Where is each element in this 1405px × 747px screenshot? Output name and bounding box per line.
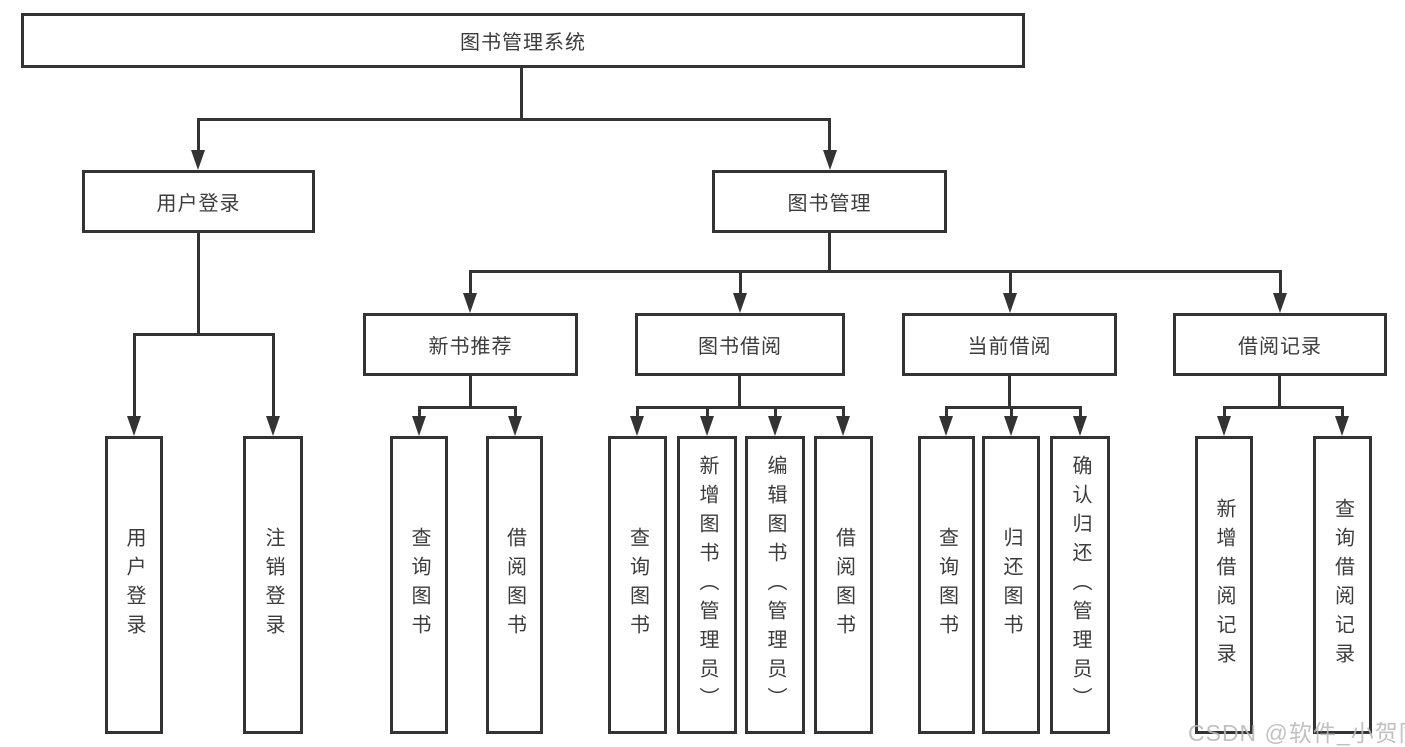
node-leaf-bb-query-books: 查询图书 [608,436,667,734]
connector-leaf-stem [945,406,948,418]
connector-leaf-stem [1341,406,1344,418]
connector-level3-stem [1279,270,1282,295]
node-leaf-nb-borrow-books: 借阅图书 [486,436,543,734]
node-leaf-br-query-record: 查询借阅记录 [1313,436,1372,734]
connector-borrow-records-bus [1223,406,1343,409]
connector-user-login-down [197,230,200,336]
node-leaf-br-add-record: 新增借阅记录 [1195,436,1253,734]
arrow-down-icon [939,416,953,436]
node-leaf-cb-return-books: 归还图书 [982,436,1040,734]
leaf-label: 查询图书 [408,527,430,643]
connector-level3-stem [739,270,742,295]
leaf-label: 注销登录 [262,527,284,643]
leaf-label: 借阅图书 [832,527,855,643]
arrow-down-icon [508,416,522,436]
leaf-label: 用户登录 [123,527,145,643]
connector-user-login-stem [197,118,200,152]
connector-user-login-bus [133,333,275,336]
arrow-down-icon [700,416,714,436]
node-leaf-nb-query-books: 查询图书 [390,436,448,734]
node-user-login: 用户登录 [82,170,315,233]
arrow-down-icon [1004,416,1018,436]
leaf-label: 新增图书（管理员） [696,454,718,716]
arrow-down-icon [463,293,477,313]
connector-level2-bus [197,118,831,121]
connector-level3-bus [469,270,1281,273]
node-leaf-bb-edit-books-admin: 编辑图书（管理员） [745,436,805,734]
arrow-down-icon [191,150,205,170]
node-book-mgmt-label: 图书管理 [787,193,872,215]
node-current-borrow-label: 当前借阅 [967,336,1052,358]
arrow-down-icon [127,416,141,436]
node-book-borrow: 图书借阅 [635,313,845,376]
leaf-label: 借阅图书 [503,527,526,643]
leaf-label: 编辑图书（管理员） [764,454,786,716]
connector-borrow-records-down [1278,373,1281,409]
connector-current-borrow-down [1008,373,1011,409]
connector-level3-stem [469,270,472,295]
node-new-book-rec-label: 新书推荐 [428,336,513,358]
arrow-down-icon [836,416,850,436]
connector-level3-stem [1009,270,1012,295]
node-borrow-records-label: 借阅记录 [1238,336,1322,358]
connector-leaf-stem [774,406,777,418]
connector-new-book-bus [418,406,516,409]
connector-book-mgmt-stem [828,118,831,152]
node-leaf-bb-borrow-books: 借阅图书 [814,436,873,734]
node-current-borrow: 当前借阅 [902,313,1117,376]
connector-leaf-stem [1010,406,1013,418]
connector-leaf-stem [636,406,639,418]
leaf-label: 查询图书 [935,527,958,643]
node-new-book-rec: 新书推荐 [363,313,578,376]
connector-leaf-stem [514,406,517,418]
arrow-down-icon [266,416,280,436]
arrow-down-icon [1217,416,1231,436]
leaf-label: 确认归还（管理员） [1069,454,1091,716]
node-borrow-records: 借阅记录 [1173,313,1387,376]
node-leaf-user-login: 用户登录 [105,436,163,734]
connector-book-mgmt-down [828,230,831,273]
arrow-down-icon [1073,416,1087,436]
connector-leaf-stem [1079,406,1082,418]
connector-leaf-stem [133,333,136,418]
node-user-login-label: 用户登录 [156,193,241,215]
node-leaf-cb-query-books: 查询图书 [918,436,975,734]
connector-book-borrow-down [738,373,741,409]
leaf-label: 查询图书 [626,527,649,643]
connector-leaf-stem [706,406,709,418]
node-root-label: 图书管理系统 [460,32,586,54]
arrow-down-icon [768,416,782,436]
leaf-label: 查询借阅记录 [1331,498,1354,672]
node-leaf-cb-confirm-return-admin: 确认归还（管理员） [1050,436,1110,734]
arrow-down-icon [1273,293,1287,313]
connector-new-book-down [469,373,472,409]
connector-leaf-stem [418,406,421,418]
watermark: CSDN @软件_小贺同学 [1188,720,1405,746]
node-leaf-logout: 注销登录 [243,436,303,734]
node-book-borrow-label: 图书借阅 [698,336,782,358]
arrow-down-icon [630,416,644,436]
arrow-down-icon [1335,416,1349,436]
arrow-down-icon [1003,293,1017,313]
connector-leaf-stem [272,333,275,418]
connector-current-borrow-bus [945,406,1081,409]
connector-leaf-stem [842,406,845,418]
arrow-down-icon [412,416,426,436]
node-root: 图书管理系统 [21,13,1025,68]
leaf-label: 归还图书 [1000,527,1022,643]
leaf-label: 新增借阅记录 [1213,498,1235,672]
node-leaf-bb-add-books-admin: 新增图书（管理员） [677,436,737,734]
connector-book-borrow-bus [636,406,844,409]
node-book-mgmt: 图书管理 [712,170,947,233]
connector-root-stem [520,66,523,121]
arrow-down-icon [733,293,747,313]
arrow-down-icon [823,150,837,170]
connector-leaf-stem [1223,406,1226,418]
